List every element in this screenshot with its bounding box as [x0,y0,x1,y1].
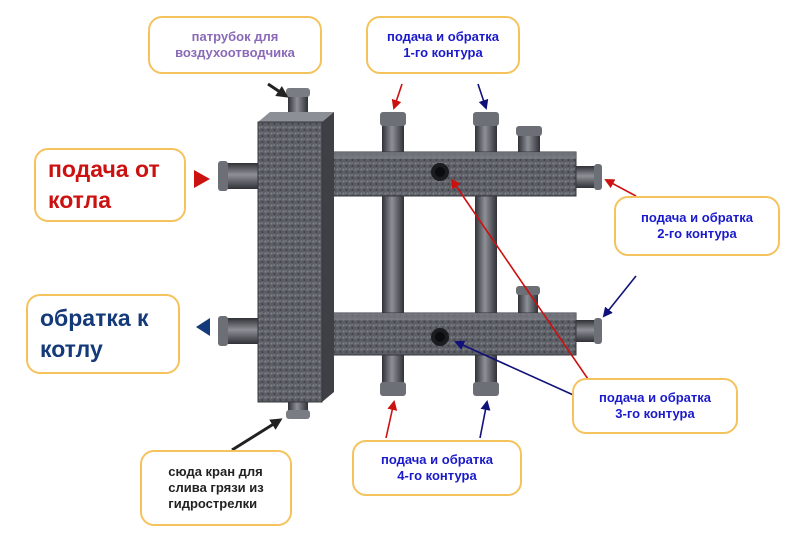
callout-circuit-1-text: подача и обратка 1-го контура [386,28,500,60]
callout-circuit-3: подача и обратка 3-го контура [572,378,738,434]
callout-air-vent-text: патрубок для воздухоотводчика [175,28,295,60]
arrow-drain [231,418,283,452]
main-column [257,121,323,403]
callout-air-vent: патрубок для воздухоотводчика [148,16,322,74]
arrow-circuit-3-supply [450,178,591,383]
arrow-boiler-supply [194,170,210,188]
callout-drain: сюда кран для слива грязи из гидрострелк… [140,450,292,526]
callout-circuit-4: подача и обратка 4-го контура [352,440,522,496]
callout-from-boiler-text: подача от котла [48,155,160,213]
arrow-circuit-4-return [479,400,491,439]
arrow-circuit-1-return [477,83,489,110]
boiler-return-stub [222,318,262,344]
boiler-supply-stub [222,163,262,189]
callout-to-boiler: обратка к котлу [26,294,180,374]
callout-circuit-3-text: подача и обратка 3-го контура [598,389,712,421]
callout-circuit-1: подача и обратка 1-го контура [366,16,520,74]
arrow-circuit-3-return [454,340,581,399]
callout-circuit-2-text: подача и обратка 2-го контура [640,209,754,241]
callout-circuit-4-text: подача и обратка 4-го контура [380,451,494,483]
arrow-circuit-4-supply [385,400,398,439]
manifold-body [218,88,602,419]
pointer-arrows [194,82,637,452]
callout-circuit-2: подача и обратка 2-го контура [614,196,780,256]
arrow-circuit-1-supply [391,83,403,110]
callout-to-boiler-text: обратка к котлу [40,304,149,362]
callout-from-boiler: подача от котла [34,148,186,222]
arrow-circuit-2-return [602,275,637,318]
arrow-circuit-2-supply [604,179,637,197]
arrow-boiler-return [196,318,210,336]
arrow-air-vent [267,82,289,98]
callout-drain-text: сюда кран для слива грязи из гидрострелк… [168,463,264,512]
